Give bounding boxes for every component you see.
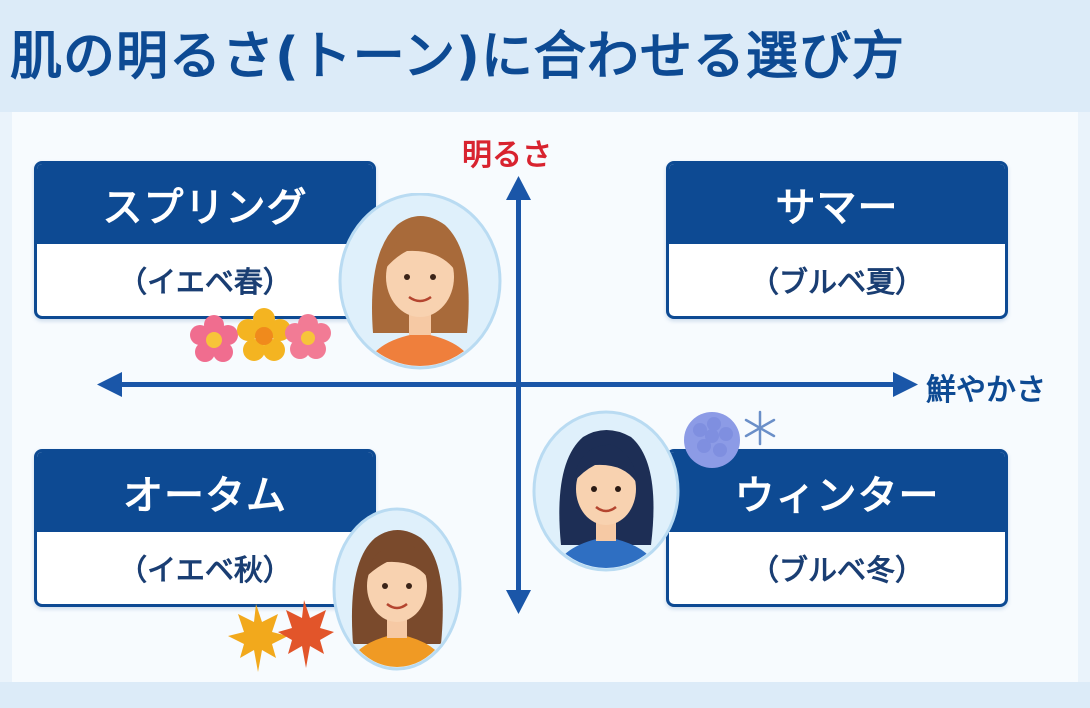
axis-label-vividness: 鮮やかさ	[926, 373, 1046, 408]
quadrant-name-autumn: オータム	[37, 452, 373, 532]
horizontal-axis-line	[118, 382, 902, 387]
portrait-spring-woman	[338, 193, 502, 370]
portrait-autumn-woman	[332, 507, 462, 671]
quadrant-type-spring: （イエベ春）	[118, 265, 292, 299]
quadrant-card-autumn: オータム （イエベ秋）	[34, 449, 376, 607]
quadrant-card-spring: スプリング （イエベ春）	[34, 161, 376, 319]
header-band	[0, 0, 1090, 112]
portrait-winter-woman	[532, 410, 680, 572]
quadrant-card-winter: ウィンター （ブルベ冬）	[666, 449, 1008, 607]
axis-label-brightness: 明るさ	[462, 138, 552, 173]
hydrangea-snowflake-icon	[684, 410, 776, 468]
maple-leaves-icon	[228, 600, 334, 672]
quadrant-type-autumn: （イエベ秋）	[118, 553, 292, 587]
footer-band	[0, 682, 1090, 708]
quadrant-type-summer: （ブルベ夏）	[749, 265, 924, 299]
quadrant-name-summer: サマー	[669, 164, 1005, 244]
horizontal-axis-arrow-right	[893, 372, 918, 397]
vertical-axis-line	[516, 195, 521, 599]
quadrant-name-winter: ウィンター	[669, 452, 1005, 532]
quadrant-card-summer: サマー （ブルベ夏）	[666, 161, 1008, 319]
horizontal-axis-arrow-left	[97, 372, 122, 397]
page-title: 肌の明るさ(トーン)に合わせる選び方	[10, 27, 905, 87]
quadrant-name-spring: スプリング	[37, 164, 373, 244]
quadrant-type-winter: （ブルベ冬）	[749, 553, 924, 587]
vertical-axis-arrow-bottom	[506, 590, 531, 614]
flowers-icon	[190, 308, 331, 362]
vertical-axis-arrow-top	[506, 176, 531, 200]
